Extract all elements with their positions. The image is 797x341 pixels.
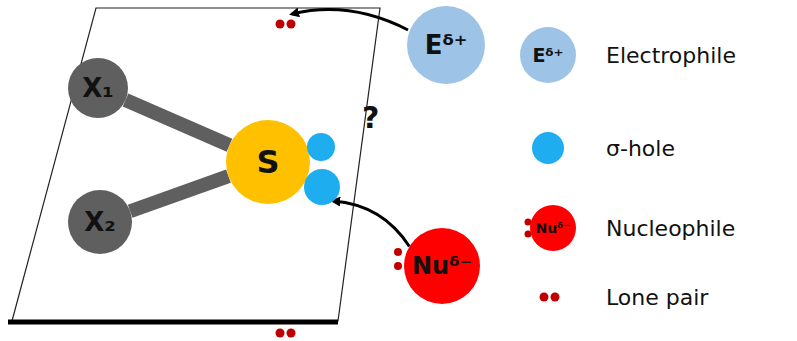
node-text: Eᵟ⁺ (532, 44, 563, 66)
legend-text: Nucleophile (606, 216, 735, 241)
nucleophile: Nuᵟ⁻ (404, 228, 480, 304)
lone-pair-dot (287, 20, 296, 29)
electrophile: Eᵟ⁺ (407, 6, 485, 84)
lone-pair-dot (276, 20, 285, 29)
sigma-hole (304, 169, 340, 205)
plane-edge (8, 320, 338, 325)
bond-stick (130, 176, 228, 211)
lone-pair-dot (276, 329, 285, 338)
nucleophile-dot (394, 262, 402, 270)
legend-nucleophile: Nuᵟ⁻ (530, 205, 577, 252)
legend-text: Lone pair (606, 285, 708, 310)
legend-text: σ-hole (606, 136, 675, 161)
legend-electrophile: Eᵟ⁺ (520, 27, 576, 83)
electrophile-arrow (292, 10, 408, 30)
node-text: Eᵟ⁺ (425, 30, 468, 60)
substituent-atom: X₂ (68, 190, 132, 254)
node-text: S (256, 143, 279, 181)
node-text: X₁ (82, 73, 113, 103)
nucleophile-dot (394, 248, 402, 256)
legend-swatch (532, 132, 564, 164)
legend-text: Electrophile (606, 43, 736, 68)
node-text: Nuᵟ⁻ (412, 252, 472, 280)
lone-pair-sample (540, 293, 549, 302)
lone-pair-dot (287, 329, 296, 338)
bond-stick (126, 100, 230, 145)
node-text: X₂ (84, 207, 115, 237)
substituent-atom: X₁ (68, 58, 128, 118)
attack-arrow (333, 201, 409, 247)
node-text: Nuᵟ⁻ (535, 220, 570, 236)
lone-pair-sample (551, 293, 560, 302)
plane (12, 8, 380, 321)
sigma-hole (307, 133, 335, 161)
sulfur-atom: S (226, 120, 310, 204)
question-mark: ? (362, 100, 379, 135)
